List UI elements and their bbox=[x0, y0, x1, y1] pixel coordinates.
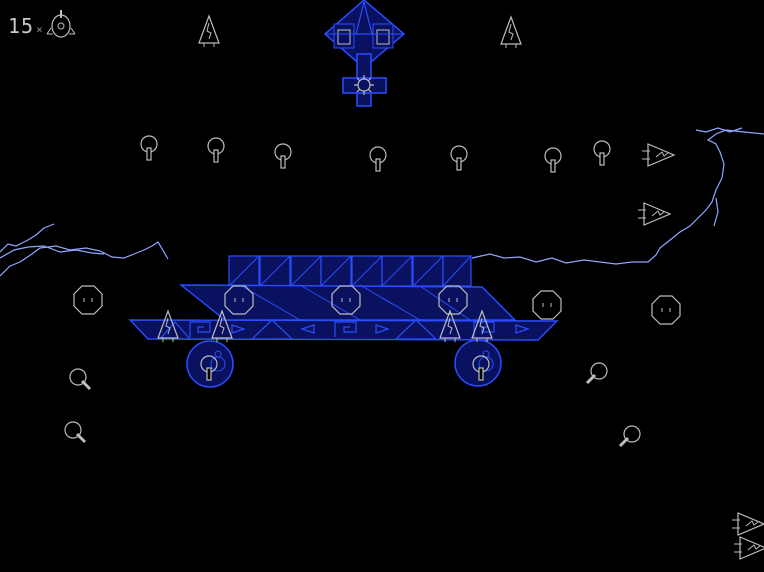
tilted-cannon-icon bbox=[63, 361, 642, 448]
player-ship-icon bbox=[46, 10, 76, 38]
dart-enemy-icon bbox=[637, 143, 764, 560]
lightning-arc-icon bbox=[0, 127, 764, 277]
lives-multiplier: × bbox=[36, 23, 44, 36]
lives-count: 15 bbox=[8, 14, 35, 38]
mothership-icon bbox=[323, 0, 406, 107]
wheeled-tank-icon bbox=[128, 255, 559, 388]
lives-counter: 15× bbox=[8, 14, 44, 38]
